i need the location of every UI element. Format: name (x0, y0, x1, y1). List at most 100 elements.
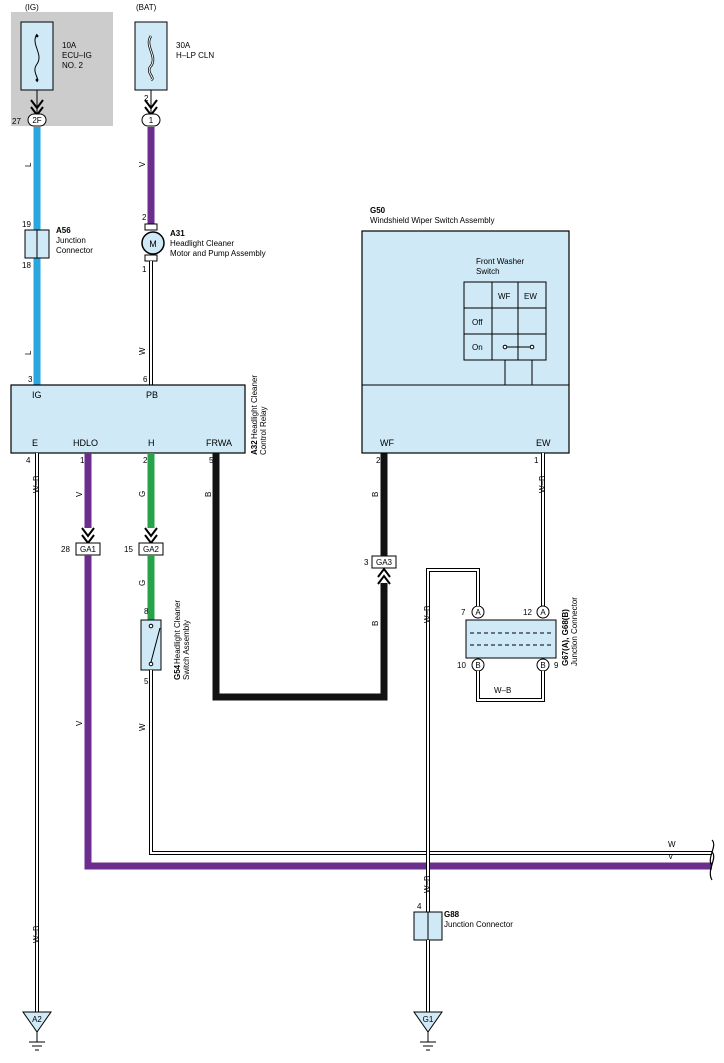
svg-text:8: 8 (144, 607, 149, 616)
svg-text:B: B (475, 661, 480, 670)
g50-term-ew: EW (536, 438, 551, 448)
svg-text:5: 5 (209, 456, 214, 465)
svg-text:2: 2 (142, 213, 147, 222)
svg-text:Headlight Cleaner: Headlight Cleaner (170, 239, 234, 248)
svg-text:3: 3 (364, 558, 369, 567)
ground-a2-icon (22, 1011, 52, 1033)
svg-text:2: 2 (143, 456, 148, 465)
wire-label-v-1: V (138, 161, 147, 167)
svg-text:Switch Assembly: Switch Assembly (182, 620, 191, 680)
g54-switch-icon (150, 627, 161, 663)
svg-text:19: 19 (22, 220, 31, 229)
wire-break-v-icon (709, 851, 715, 881)
wire-label-b-2: B (371, 621, 380, 626)
svg-text:Junction: Junction (56, 236, 86, 245)
a31-code: A31 (170, 229, 185, 238)
svg-text:B: B (540, 661, 545, 670)
front-washer-switch-table: WF EW Off On (463, 281, 547, 385)
ig-conn-2f (27, 113, 47, 127)
wire-label-v-3: V (75, 720, 84, 726)
g88-code: G88 (444, 910, 460, 919)
svg-text:Junction Connector: Junction Connector (570, 597, 579, 666)
svg-text:4: 4 (26, 456, 31, 465)
svg-text:Connector: Connector (56, 246, 93, 255)
a32-term-h: H (148, 438, 155, 448)
g50-code: G50 (370, 206, 386, 215)
wire-label-wb-3: W–B (538, 476, 547, 493)
a32-pin-6: 6 (143, 375, 148, 384)
ig-fuse-icon (34, 33, 40, 83)
svg-text:1: 1 (142, 265, 147, 274)
ig-fuse-name-2: NO. 2 (62, 61, 83, 70)
ga2-connector-arrow-icon (144, 527, 158, 545)
svg-text:Front Washer: Front Washer (476, 257, 524, 266)
svg-text:18: 18 (22, 261, 31, 270)
ga1-connector-arrow-icon (81, 527, 95, 545)
svg-text:EW: EW (524, 292, 537, 301)
wire-label-w-1: W (138, 347, 147, 355)
ground-g1-icon (413, 1011, 443, 1033)
svg-text:15: 15 (124, 545, 133, 554)
svg-text:28: 28 (61, 545, 70, 554)
g50-term-wf: WF (380, 438, 394, 448)
a32-term-pb: PB (146, 390, 158, 400)
svg-text:Control Relay: Control Relay (259, 407, 268, 455)
svg-text:Motor and Pump Assembly: Motor and Pump Assembly (170, 249, 266, 258)
wire-label-wb-4: W–B (494, 686, 511, 695)
wire-break-w-icon (709, 839, 715, 867)
svg-text:Headlight Cleaner: Headlight Cleaner (250, 375, 259, 439)
svg-text:1: 1 (534, 456, 539, 465)
g67-code: G67(A), G68(B) (561, 609, 570, 666)
svg-text:1: 1 (149, 116, 154, 125)
a32-pin-3: 3 (28, 375, 33, 384)
wire-label-w-2: W (138, 723, 147, 731)
wire-label-b-3: B (371, 492, 380, 497)
svg-text:9: 9 (554, 661, 559, 670)
svg-text:Headlight Cleaner: Headlight Cleaner (173, 600, 182, 664)
a32-code: A32 (250, 440, 259, 455)
svg-text:WF: WF (498, 292, 511, 301)
svg-text:M: M (149, 239, 157, 249)
svg-text:G1: G1 (423, 1015, 434, 1024)
svg-text:A: A (475, 608, 481, 617)
svg-text:A2: A2 (32, 1015, 42, 1024)
bat-conn-1 (141, 113, 161, 127)
svg-text:5: 5 (144, 677, 149, 686)
wire-label-wb-1: W–B (32, 476, 41, 493)
a32-term-frwa: FRWA (206, 438, 232, 448)
wire-label-b-1: B (204, 492, 213, 497)
bat-source-label: (BAT) (136, 3, 157, 12)
wire-label-w-3: W (668, 840, 676, 849)
wire-label-v-2: V (75, 491, 84, 497)
wire-v-main (84, 555, 712, 870)
bat-fuse-name: H–LP CLN (176, 51, 214, 60)
a32-term-hdlo: HDLO (73, 438, 98, 448)
svg-text:GA3: GA3 (376, 558, 393, 567)
svg-text:10: 10 (457, 661, 466, 670)
g54-code: G54 (173, 664, 182, 680)
ga3-connector-arrow-icon (377, 567, 391, 585)
svg-text:7: 7 (461, 608, 466, 617)
svg-text:4: 4 (417, 902, 422, 911)
ig-source-label: (IG) (25, 3, 39, 12)
svg-text:2F: 2F (32, 116, 41, 125)
svg-text:12: 12 (523, 608, 532, 617)
wire-label-g-1: G (138, 491, 147, 497)
svg-text:Off: Off (472, 318, 483, 327)
wire-label-v-4: V (668, 852, 674, 861)
svg-text:Junction Connector: Junction Connector (444, 920, 513, 929)
a56-code: A56 (56, 226, 71, 235)
bat-fuse-amp: 30A (176, 41, 191, 50)
svg-text:2: 2 (376, 456, 381, 465)
wire-label-wb-6: W–B (423, 876, 432, 893)
a32-term-ig: IG (32, 390, 42, 400)
wire-label-wb-2: W–B (32, 926, 41, 943)
svg-text:On: On (472, 343, 483, 352)
bat-pin: 2 (144, 94, 149, 103)
g67-junction-connector (465, 619, 557, 659)
wire-label-g-2: G (138, 580, 147, 586)
wire-label-l-2: L (24, 350, 33, 355)
a31-motor-icon (141, 231, 165, 255)
ig-fuse-amp: 10A (62, 41, 77, 50)
